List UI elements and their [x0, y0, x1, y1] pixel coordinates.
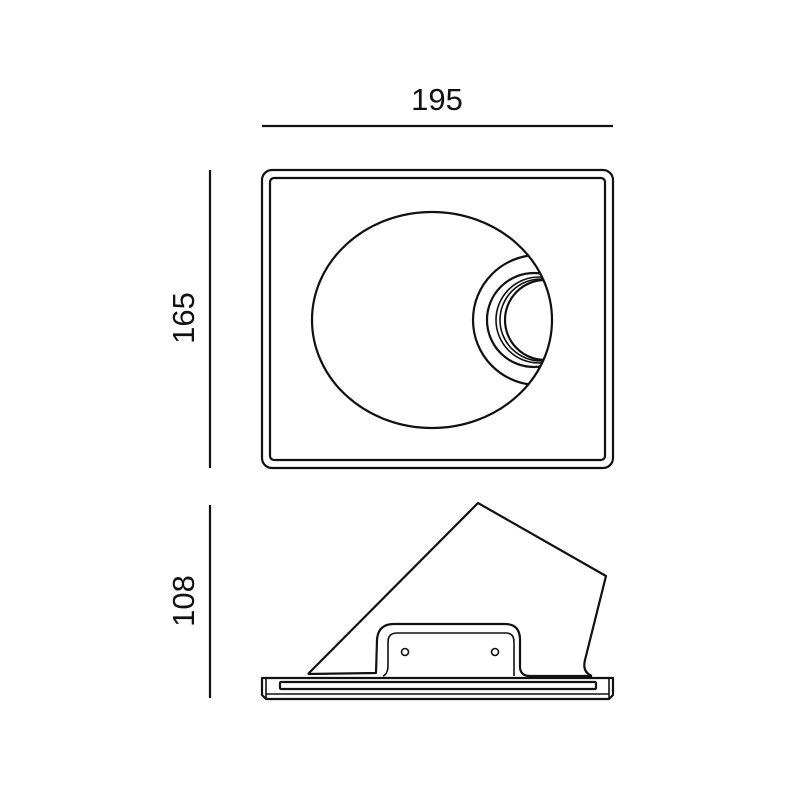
screw-hole-left [400, 647, 410, 657]
bracket-outer [307, 622, 592, 678]
depth-label: 108 [166, 575, 201, 627]
front-view [260, 168, 615, 470]
dimension-height: 165 [166, 170, 212, 468]
body-outline [307, 501, 608, 678]
height-label: 165 [166, 292, 201, 344]
width-label: 195 [411, 82, 463, 117]
bracket-inner [382, 632, 515, 677]
recess-ellipse [310, 210, 554, 430]
dimension-depth: 108 [166, 505, 212, 698]
outer-frame [260, 168, 615, 470]
inner-frame [268, 176, 607, 462]
screw-hole-right [490, 647, 500, 657]
dimension-width: 195 [262, 82, 613, 128]
lens-rings [471, 253, 552, 387]
base-slot [278, 680, 598, 691]
side-view [260, 501, 615, 701]
